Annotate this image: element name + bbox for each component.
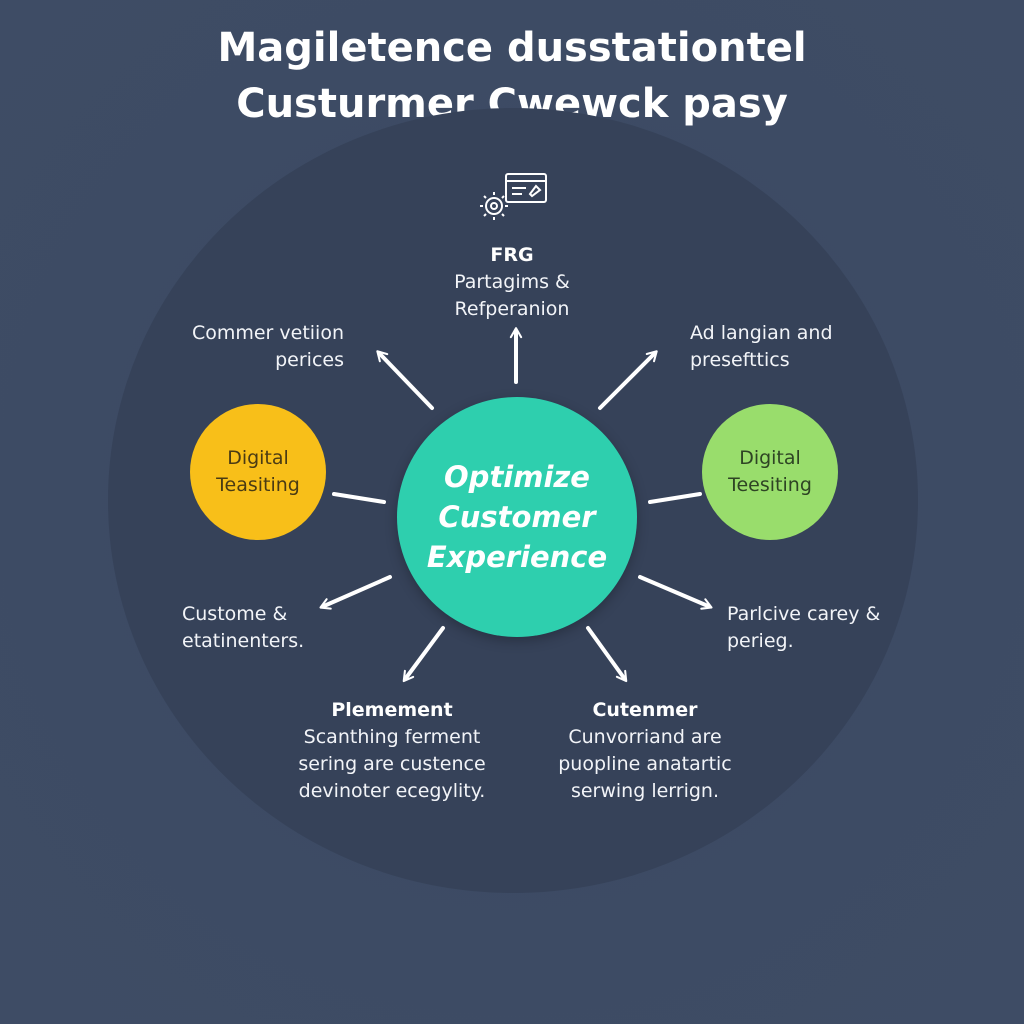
- mid-right-node-label: Parlcive carey & perieg.: [727, 601, 902, 655]
- bottom-right-node-line-2: puopline anatartic: [558, 753, 732, 775]
- bottom-right-node-label: Cutenmer Cunvorriand are puopline anatar…: [540, 697, 750, 805]
- top-node-label: FRG Partagims & Refperanion: [412, 242, 612, 323]
- arrow-down-left-lower: [402, 626, 445, 683]
- top-node-line-2: Refperanion: [454, 298, 570, 320]
- mid-right-node-line-1: Parlcive carey &: [727, 603, 881, 625]
- gear-and-browser-icon: [480, 173, 547, 220]
- right-circle-line-1: Digital: [739, 447, 801, 469]
- mid-right-node-line-2: perieg.: [727, 630, 794, 652]
- bottom-left-node-line-2: sering are custence: [298, 753, 486, 775]
- top-right-node-label: Ad langian and presefttics: [690, 320, 870, 374]
- center-line-3: Experience: [426, 540, 608, 574]
- top-right-node-line-2: presefttics: [690, 349, 790, 371]
- left-circle-line-2: Teasiting: [216, 474, 300, 496]
- top-left-node-label: Commer vetiion perices: [182, 320, 344, 374]
- center-line-2: Customer: [438, 500, 596, 534]
- bottom-left-node-label: Plemement Scanthing ferment sering are c…: [282, 697, 502, 805]
- bottom-right-node-line-3: serwing lerrign.: [570, 780, 720, 802]
- title-line-1: Magiletence dusstationtel: [217, 25, 807, 71]
- bottom-right-node-line-1: Cunvorriand are: [568, 726, 722, 748]
- left-circle: Digital Teasiting: [190, 404, 326, 540]
- top-node-line-1: Partagims &: [454, 271, 570, 293]
- right-circle-line-2: Teesiting: [728, 474, 812, 496]
- top-node-heading: FRG: [490, 244, 534, 266]
- arrow-down-right: [638, 575, 713, 610]
- arrow-up-right: [598, 350, 658, 410]
- mid-left-node-line-1: Custome &: [182, 603, 288, 625]
- bottom-left-node-line-1: Scanthing ferment: [303, 726, 481, 748]
- bottom-left-node-heading: Plemement: [331, 699, 453, 721]
- left-circle-line-1: Digital: [227, 447, 289, 469]
- connector-left: [332, 492, 386, 504]
- right-circle: Digital Teesiting: [702, 404, 838, 540]
- bottom-right-node-heading: Cutenmer: [592, 699, 698, 721]
- top-left-node-line-1: Commer vetiion: [191, 322, 344, 344]
- arrow-up-left: [376, 350, 434, 410]
- mid-left-node-label: Custome & etatinenters.: [182, 601, 322, 655]
- mid-left-node-line-2: etatinenters.: [182, 630, 305, 652]
- arrow-down-left: [319, 575, 392, 610]
- connector-right: [648, 492, 702, 504]
- bottom-left-node-line-3: devinoter ecegylity.: [298, 780, 486, 802]
- top-left-node-line-2: perices: [275, 349, 344, 371]
- center-line-1: Optimize: [444, 460, 590, 494]
- center-circle: Optimize Customer Experience: [397, 397, 637, 637]
- arrow-down-right-lower: [586, 626, 628, 683]
- top-right-node-line-1: Ad langian and: [690, 322, 833, 344]
